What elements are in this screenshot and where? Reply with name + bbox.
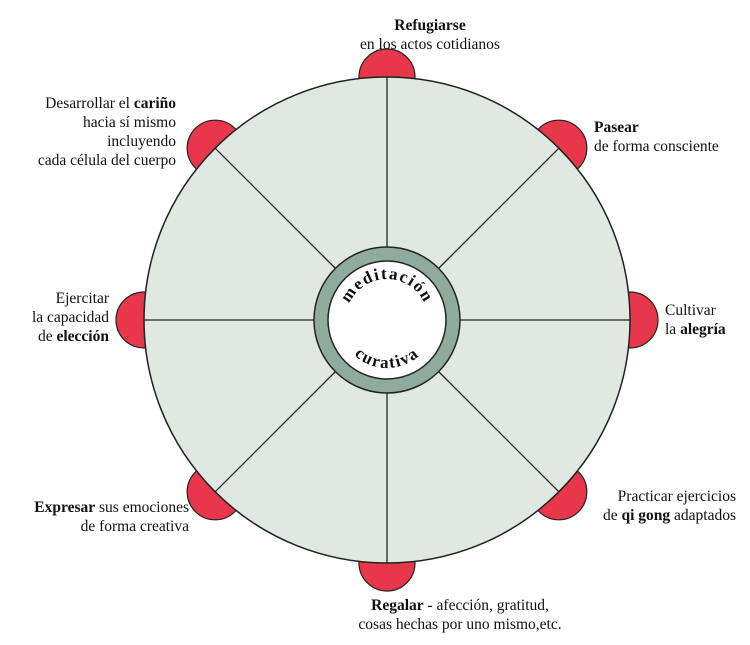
label-carino: Desarrollar el cariño hacia sí mismo inc… <box>37 95 176 169</box>
label-refugiarse: Refugiarse en los actos cotidianos <box>360 17 500 53</box>
center-hub <box>327 260 447 380</box>
spoke-line <box>438 371 560 493</box>
label-regalar: Regalar - afección, gratitud, cosas hech… <box>358 597 562 633</box>
label-eleccion: Ejercitar la capacidad de elección <box>31 290 109 345</box>
label-pasear: Pasear de forma consciente <box>594 119 719 155</box>
spoke-line <box>214 371 336 493</box>
label-expresar: Expresar sus emociones de forma creativa <box>34 499 189 535</box>
label-qi-gong: Practicar ejercicios de qi gong adaptado… <box>602 488 736 524</box>
spoke-line <box>214 147 336 269</box>
spoke-group <box>144 77 630 563</box>
spoke-line <box>438 147 560 269</box>
label-cultivar-alegria: Cultivar la alegría <box>665 302 726 338</box>
